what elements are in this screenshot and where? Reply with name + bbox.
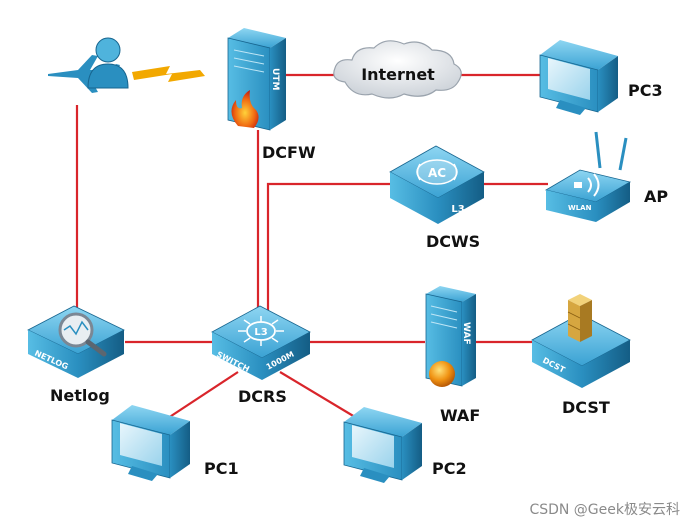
globe-orb-icon [429,361,455,387]
log-auditor-icon: NETLOG [27,305,125,378]
access-point-icon: WLAN [544,131,632,222]
magnifier-icon [58,312,94,348]
internet-label: Internet [361,65,435,84]
fire-icon [231,90,259,128]
dcfw-label: DCFW [262,143,316,162]
switch-l3-text: L3 [254,327,267,338]
cloud-icon [333,40,462,99]
dcst-label: DCST [562,398,610,417]
desktop-computer-icon [539,40,618,115]
utm-text: UTM [270,68,280,90]
links [75,73,548,421]
link-dcrs-pc1 [164,371,239,421]
link-dcrs-dcws [266,182,390,318]
l3-switch-icon: L3 SWITCH 1000M [211,305,311,380]
desktop-computer-icon [343,407,422,483]
attack-bolt-icon [132,66,205,82]
link-dcrs-pc2 [279,371,361,421]
dcrs-label: DCRS [238,387,287,406]
waf-tower-icon: WAF [425,286,476,387]
wireless-controller-icon: AC L3 [389,145,485,224]
firewall-tower-icon: UTM [227,28,286,131]
waf-label: WAF [440,406,480,425]
ap-label: AP [644,187,668,206]
pc2-label: PC2 [432,459,467,478]
pc1-label: PC1 [204,459,239,478]
netlog-label: Netlog [50,386,110,405]
pc3-label: PC3 [628,81,663,100]
airplane-person-icon [48,37,129,93]
watermark: CSDN @Geek极安云科 [529,502,680,518]
dcws-label: DCWS [426,232,480,251]
storage-icon: DCST [531,294,631,388]
wlan-text: WLAN [568,204,592,212]
desktop-computer-icon [111,405,190,481]
dcws-l3-text: L3 [451,204,464,215]
waf-text: WAF [461,322,471,345]
ac-text: AC [428,166,446,180]
